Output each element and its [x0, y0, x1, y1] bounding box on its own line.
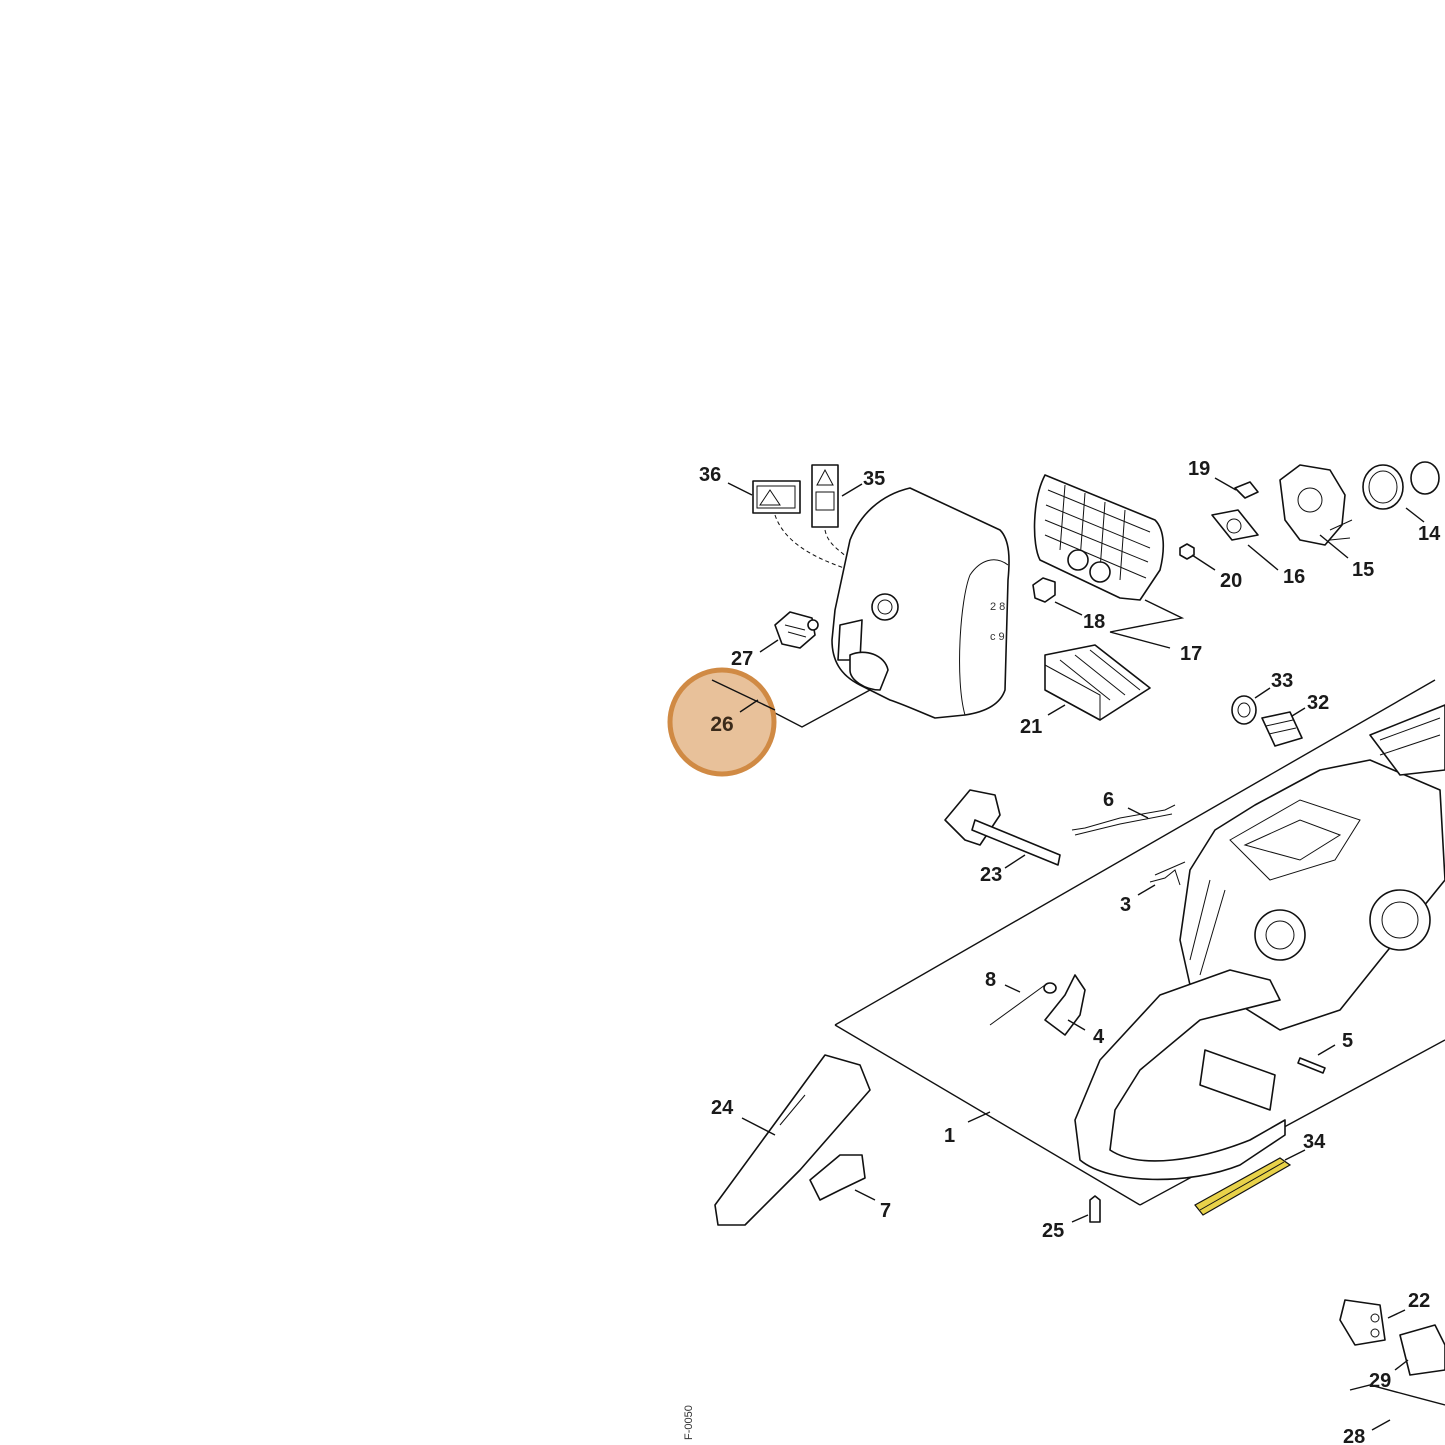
label-1: 1 — [944, 1125, 955, 1147]
part-25-screw[interactable] — [1089, 1195, 1101, 1223]
part-1-handle-loop[interactable] — [1074, 969, 1286, 1181]
part-8-pin[interactable] — [989, 982, 1057, 1026]
sticker-36-dashed-leader — [774, 514, 851, 571]
part-32-bushing[interactable] — [1261, 711, 1303, 747]
label-14: 14 — [1418, 523, 1441, 545]
svg-text:c 9: c 9 — [990, 631, 1005, 643]
part-20-nut[interactable] — [1179, 543, 1195, 560]
label-4: 4 — [1093, 1026, 1105, 1048]
part-36-label-sticker[interactable] — [752, 480, 801, 514]
label-3: 3 — [1120, 894, 1131, 916]
part-16-gasket[interactable] — [1211, 509, 1259, 541]
part-7-bracket[interactable] — [809, 1154, 866, 1201]
part-29-bushing[interactable] — [1399, 1324, 1445, 1376]
label-29: 29 — [1369, 1370, 1391, 1392]
label-33: 33 — [1271, 670, 1293, 692]
label-18: 18 — [1083, 611, 1105, 633]
label-23: 23 — [980, 864, 1002, 886]
part-4-lever[interactable] — [1044, 974, 1086, 1036]
highlight-marker-26[interactable]: 26 — [667, 667, 777, 777]
label-5: 5 — [1342, 1030, 1353, 1052]
label-27: 27 — [731, 648, 753, 670]
label-20: 20 — [1220, 570, 1242, 592]
part-28-group[interactable] — [1349, 1384, 1445, 1406]
highlight-label: 26 — [710, 713, 733, 736]
label-16: 16 — [1283, 566, 1305, 588]
part-1-crankcase-housing[interactable] — [1179, 704, 1445, 1031]
label-7: 7 — [880, 1200, 891, 1222]
part-23-trigger-assembly[interactable] — [944, 789, 1061, 866]
part-15-carburetor[interactable] — [1279, 464, 1353, 546]
label-28: 28 — [1343, 1426, 1365, 1445]
svg-text:2 8: 2 8 — [990, 601, 1005, 613]
label-22: 22 — [1408, 1290, 1430, 1312]
label-36: 36 — [699, 464, 721, 486]
label-17: 17 — [1180, 643, 1202, 665]
label-21: 21 — [1020, 716, 1042, 738]
part-22-bracket[interactable] — [1339, 1299, 1386, 1346]
label-35: 35 — [863, 468, 885, 490]
label-8: 8 — [985, 969, 996, 991]
part-24-handle-bar[interactable] — [714, 1054, 871, 1226]
label-19: 19 — [1188, 458, 1210, 480]
part-5-pin[interactable] — [1297, 1057, 1326, 1074]
part-21-prefilter[interactable] — [1044, 644, 1151, 721]
part-6-throttle-rod[interactable] — [1071, 804, 1176, 836]
part-19-plug[interactable] — [1234, 481, 1259, 499]
part-number-labels: 36 35 19 14 15 16 20 18 17 27 21 33 32 6… — [699, 458, 1441, 1445]
shroud-cover[interactable]: 2 8 c 9 — [831, 487, 1010, 719]
part-35-label-sticker[interactable] — [811, 464, 839, 528]
diagram-reference-code: F-0050 — [683, 1405, 695, 1440]
label-32: 32 — [1307, 692, 1329, 714]
part-18-nut[interactable] — [1032, 577, 1056, 603]
part-17-air-filter[interactable] — [1033, 474, 1165, 601]
label-34: 34 — [1303, 1131, 1326, 1153]
part-34-strip[interactable] — [1194, 1157, 1292, 1216]
label-25: 25 — [1042, 1220, 1064, 1242]
label-15: 15 — [1352, 559, 1374, 581]
part-27-knob[interactable] — [774, 611, 819, 649]
label-6: 6 — [1103, 789, 1114, 811]
part-33-seal[interactable] — [1231, 695, 1257, 725]
part-3-spring[interactable] — [1149, 861, 1186, 886]
part-14-ring[interactable] — [1362, 461, 1440, 510]
label-24: 24 — [711, 1097, 734, 1119]
